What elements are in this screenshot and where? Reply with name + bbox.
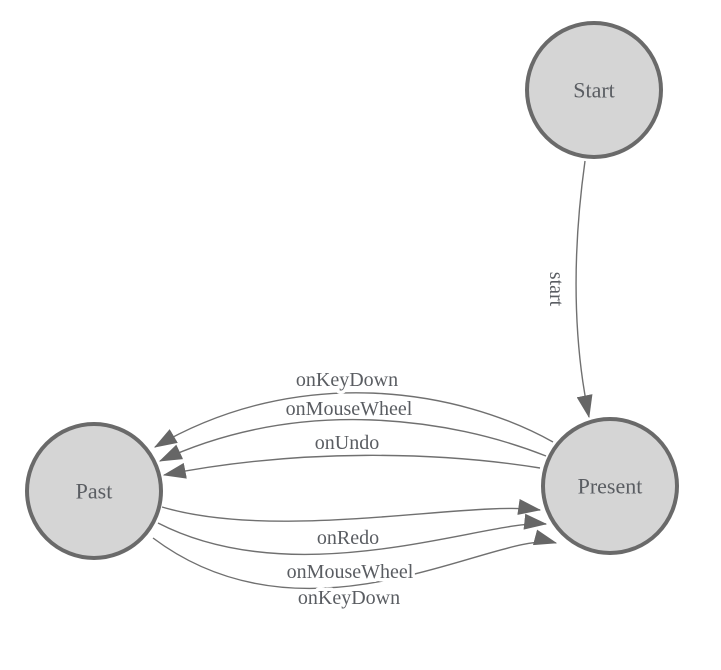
transition-label-start: start <box>545 272 567 307</box>
transitions-group <box>152 160 593 590</box>
transition-label-onredo: onRedo <box>317 527 379 549</box>
state-circle-present[interactable] <box>541 417 679 555</box>
state-node-past[interactable]: Past <box>25 422 163 560</box>
transition-past-to-present-onmousewheel[interactable] <box>157 513 548 556</box>
transition-label-onkeydown-upper: onKeyDown <box>296 369 398 391</box>
state-label-past: Past <box>76 478 113 503</box>
state-label-start: Start <box>573 77 615 102</box>
transition-label-onmousewheel-lower: onMouseWheel <box>287 561 414 583</box>
transition-present-to-past-onmousewheel[interactable] <box>158 418 547 462</box>
transition-past-to-present-onredo[interactable] <box>161 499 542 522</box>
state-node-present[interactable]: Present <box>541 417 679 555</box>
transition-label-onundo: onUndo <box>315 432 379 454</box>
state-node-start[interactable]: Start <box>525 21 663 159</box>
state-circle-start[interactable] <box>525 21 663 159</box>
state-label-present: Present <box>578 473 643 498</box>
transition-past-to-present-onkeydown[interactable] <box>152 529 558 590</box>
transition-labels-group: start onKeyDown onMouseWheel onUndo onRe… <box>282 268 570 612</box>
transition-label-onkeydown-lower: onKeyDown <box>298 587 400 609</box>
transition-present-to-past-onkeydown[interactable] <box>154 392 554 448</box>
transition-label-onmousewheel-upper: onMouseWheel <box>286 398 413 420</box>
transition-start-to-present[interactable] <box>575 160 593 419</box>
transition-present-to-past-onundo[interactable] <box>162 454 541 479</box>
state-circle-past[interactable] <box>25 422 163 560</box>
